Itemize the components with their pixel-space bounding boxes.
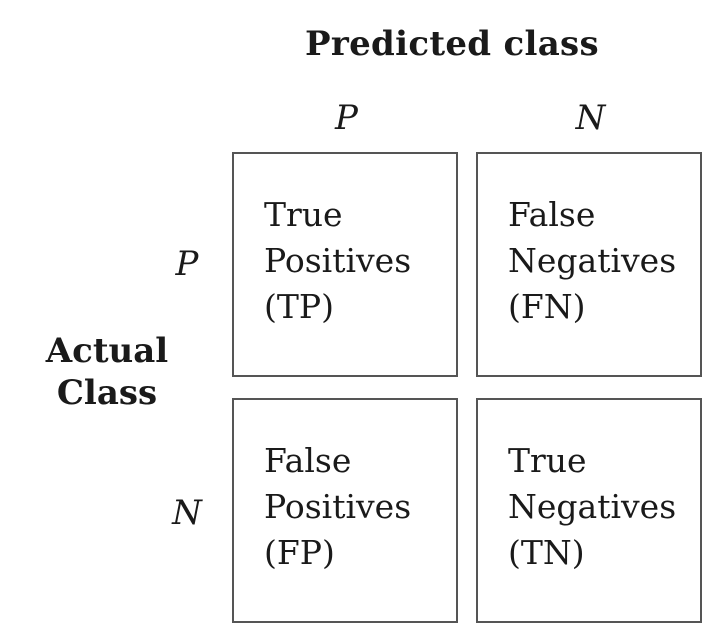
column-label-positive: P: [335, 98, 358, 138]
cell-text: False Negatives (FN): [508, 192, 676, 330]
cell-true-negatives: True Negatives (TN): [476, 398, 702, 623]
cell-false-negatives: False Negatives (FN): [476, 152, 702, 377]
cell-line: Positives: [264, 241, 412, 280]
cell-line: True: [508, 441, 587, 480]
cell-line: Negatives: [508, 487, 677, 526]
predicted-class-heading: Predicted class: [305, 24, 599, 64]
cell-line: True: [264, 195, 343, 234]
cell-line: False: [508, 195, 596, 234]
row-label-positive: P: [175, 244, 199, 284]
cell-line: False: [264, 441, 352, 480]
actual-class-line-2: Class: [56, 373, 158, 413]
cell-line: (FP): [264, 533, 335, 572]
actual-class-heading: Actual Class: [22, 330, 192, 414]
cell-text: True Negatives (TN): [508, 438, 676, 576]
cell-line: (TN): [508, 533, 585, 572]
cell-line: Positives: [264, 487, 412, 526]
cell-text: True Positives (TP): [264, 192, 411, 330]
cell-true-positives: True Positives (TP): [232, 152, 458, 377]
column-label-negative: N: [575, 98, 606, 138]
cell-line: (TP): [264, 287, 334, 326]
cell-text: False Positives (FP): [264, 438, 411, 576]
cell-line: Negatives: [508, 241, 677, 280]
cell-line: (FN): [508, 287, 586, 326]
cell-false-positives: False Positives (FP): [232, 398, 458, 623]
row-label-negative: N: [172, 493, 202, 533]
actual-class-line-1: Actual: [45, 331, 169, 371]
